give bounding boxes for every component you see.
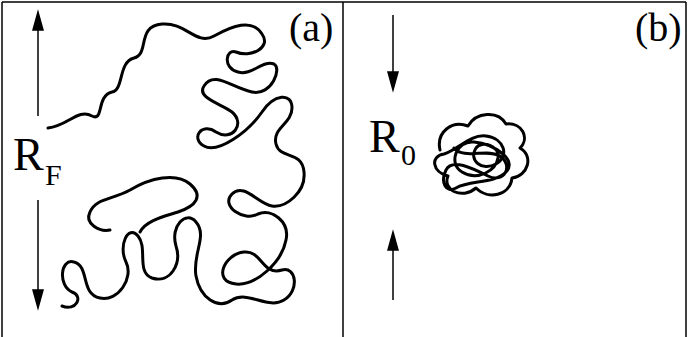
panel-label: (a): [288, 8, 334, 48]
size-symbol: R: [368, 114, 401, 160]
panel-label: (b): [634, 8, 683, 48]
size-subscript: 0: [400, 140, 417, 170]
size-subscript: F: [44, 160, 63, 190]
size-symbol: R: [12, 132, 45, 178]
